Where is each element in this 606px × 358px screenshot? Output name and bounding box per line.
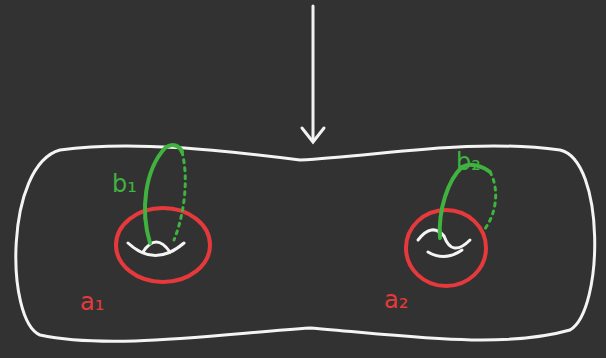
b-loop bbox=[145, 145, 182, 243]
arrow-head bbox=[302, 128, 324, 142]
arrow bbox=[312, 6, 315, 140]
curve-label: a₁ bbox=[80, 290, 104, 314]
a-loop bbox=[406, 210, 486, 286]
curve-label: a₂ bbox=[384, 288, 408, 312]
hole bbox=[128, 243, 184, 256]
curve-label: b₁ bbox=[112, 172, 137, 196]
hole bbox=[418, 230, 470, 248]
curve-label: b₂ bbox=[456, 150, 481, 174]
b-loop-hidden bbox=[484, 172, 496, 230]
b-loop-hidden bbox=[174, 152, 185, 240]
a-loop bbox=[116, 208, 210, 282]
b-loop bbox=[440, 165, 490, 238]
hole bbox=[143, 242, 170, 252]
hole bbox=[428, 250, 462, 257]
surface-outline bbox=[16, 146, 595, 341]
